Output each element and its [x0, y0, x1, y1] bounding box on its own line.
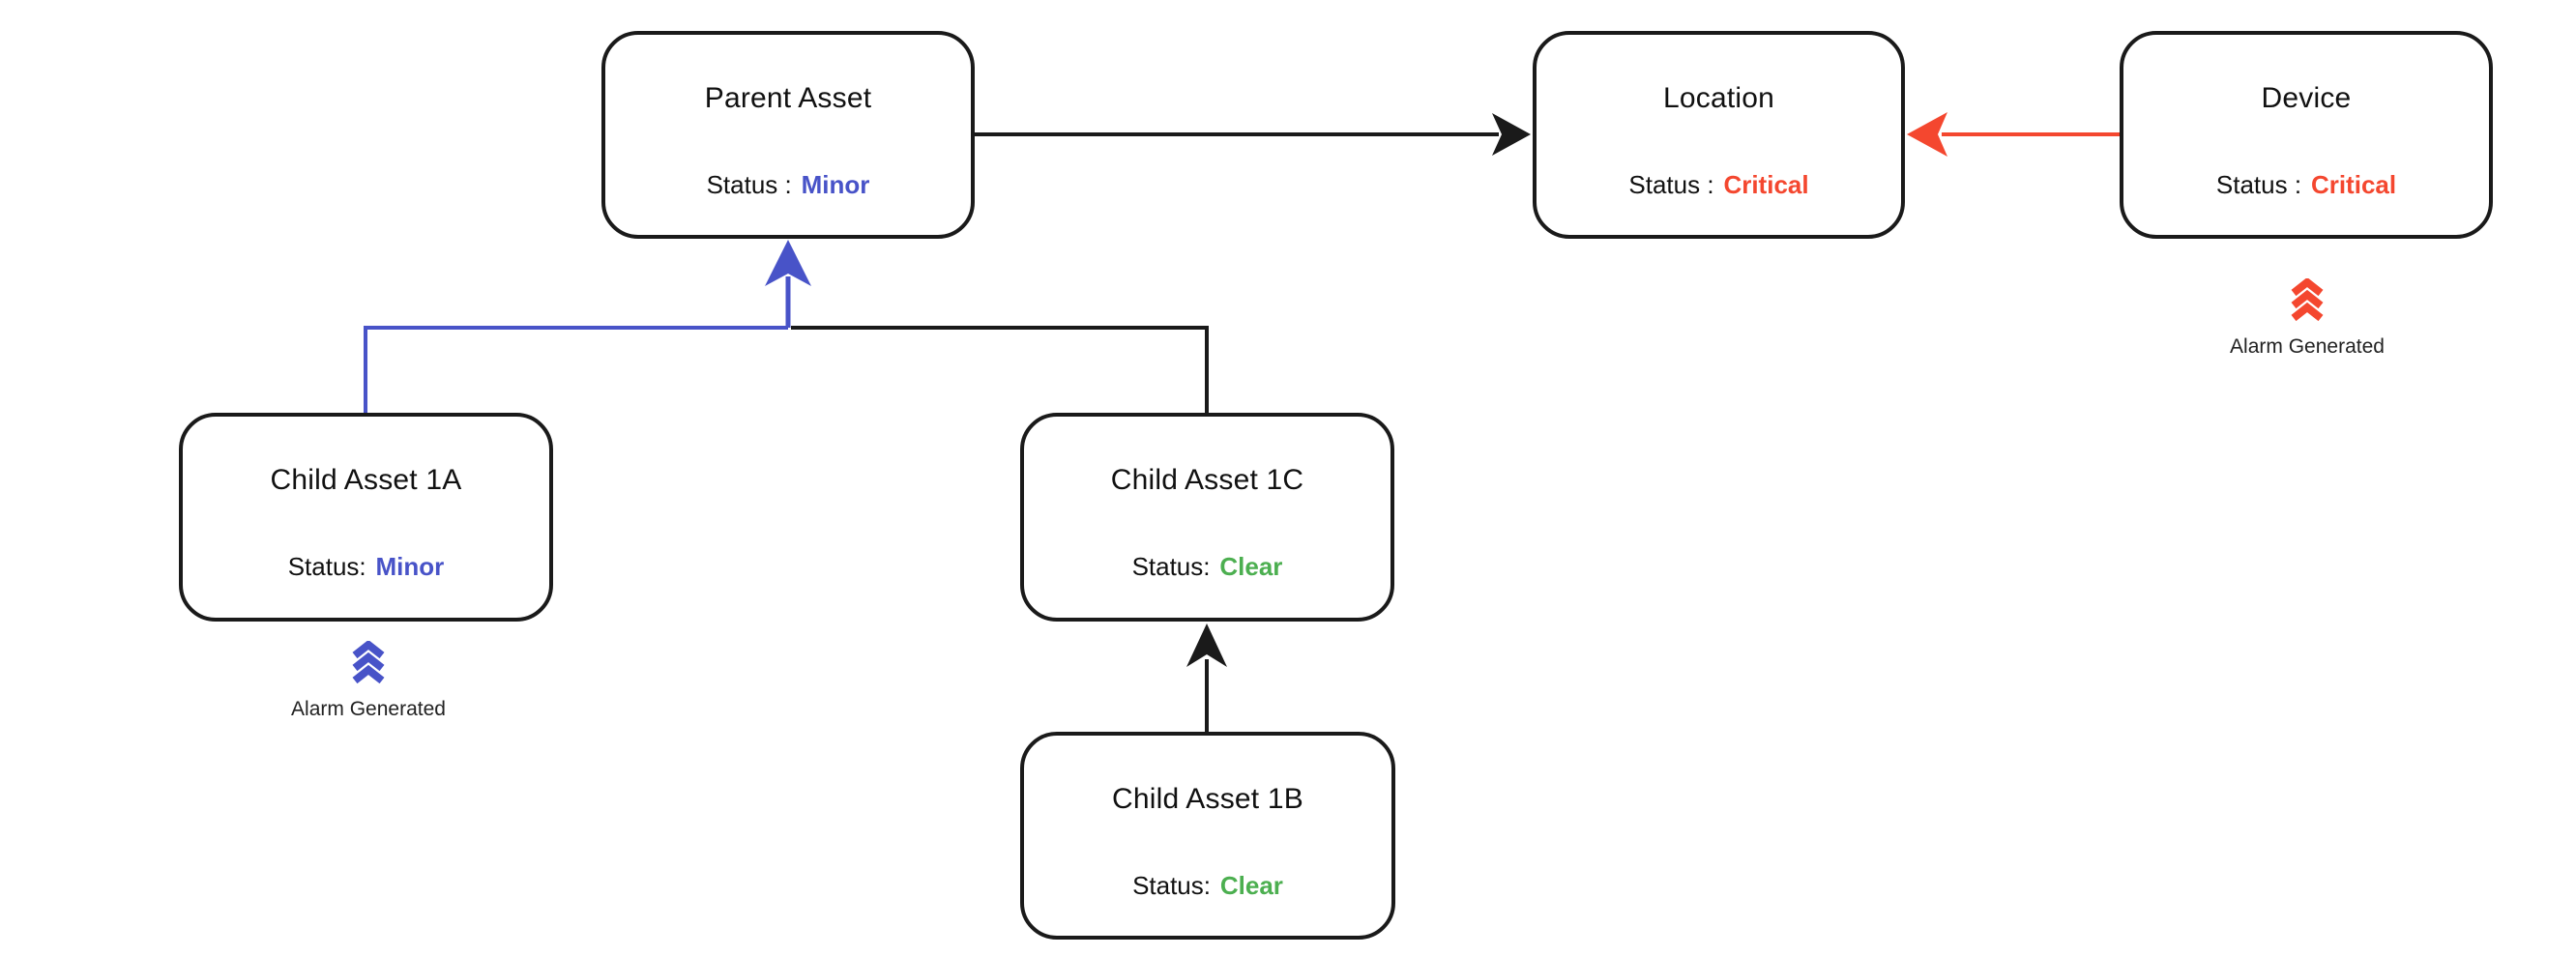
edge-child-1c-to-parent — [791, 326, 1209, 413]
status-value: Clear — [1219, 871, 1283, 900]
node-child-asset-1c: Child Asset 1C Status: Clear — [1020, 413, 1394, 622]
node-status: Status: Minor — [288, 550, 445, 583]
alarm-annotation-device: Alarm Generated — [2201, 278, 2414, 360]
triple-chevron-up-icon — [2291, 278, 2324, 322]
triple-chevron-up-icon — [352, 641, 385, 684]
edge-child-1b-to-child-1c — [1186, 623, 1227, 732]
node-status: Status : Critical — [1628, 168, 1808, 201]
node-device: Device Status : Critical — [2120, 31, 2493, 239]
status-value: Minor — [375, 552, 445, 581]
node-child-asset-1a: Child Asset 1A Status: Minor — [179, 413, 553, 622]
node-status: Status: Clear — [1132, 869, 1283, 902]
status-value: Critical — [1723, 170, 1809, 199]
edge-parent-to-location — [975, 113, 1531, 156]
node-title: Child Asset 1B — [1112, 783, 1303, 815]
status-label: Status : — [1628, 170, 1714, 199]
node-title: Child Asset 1A — [270, 464, 462, 496]
edge-device-to-location — [1907, 112, 2120, 157]
node-status: Status: Clear — [1132, 550, 1283, 583]
node-title: Child Asset 1C — [1110, 464, 1304, 496]
status-label: Status: — [287, 552, 366, 581]
node-child-asset-1b: Child Asset 1B Status: Clear — [1020, 732, 1395, 940]
alarm-label: Alarm Generated — [291, 698, 446, 720]
alarm-label: Alarm Generated — [2230, 335, 2385, 358]
node-status: Status : Minor — [707, 168, 870, 201]
node-status: Status : Critical — [2216, 168, 2396, 201]
status-value: Minor — [801, 170, 870, 199]
node-title: Location — [1662, 82, 1775, 114]
status-label: Status : — [2215, 170, 2302, 199]
status-value: Critical — [2310, 170, 2397, 199]
node-parent-asset: Parent Asset Status : Minor — [601, 31, 975, 239]
status-label: Status : — [706, 170, 792, 199]
status-label: Status: — [1132, 871, 1211, 900]
alarm-annotation-child-asset-1a: Alarm Generated — [262, 641, 475, 722]
status-label: Status: — [1131, 552, 1211, 581]
node-title: Parent Asset — [704, 82, 872, 114]
status-value: Clear — [1219, 552, 1283, 581]
node-title: Device — [2261, 82, 2352, 114]
node-location: Location Status : Critical — [1533, 31, 1905, 239]
edge-child-1a-to-parent — [364, 240, 811, 413]
